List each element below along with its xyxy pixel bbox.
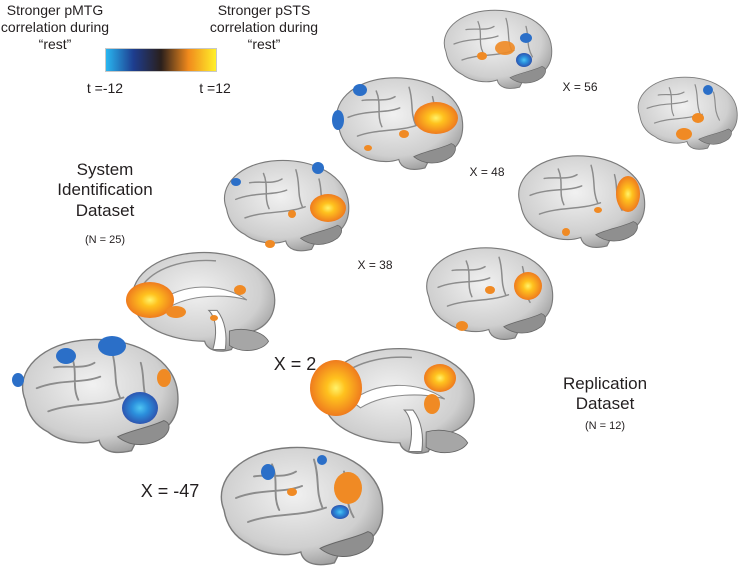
slice-label-x48: X = 48: [469, 165, 505, 179]
slice-label-x-47: X = -47: [140, 481, 200, 501]
legend-right-title: Stronger pSTS correlation during “rest”: [209, 2, 319, 52]
slice-label-x2: X = 2: [273, 354, 317, 374]
system-identification-title: System Identification Dataset: [57, 160, 153, 220]
brain-slice-x38-replication: [425, 246, 554, 341]
brain-slice-x56-replication: [637, 76, 738, 150]
legend-left-title: Stronger pMTG correlation during “rest”: [0, 2, 110, 52]
colorbar-max-label: t =12: [199, 80, 231, 96]
brain-slice-x-47-system: [12, 336, 180, 454]
brain-slice-x2-system: [126, 251, 276, 352]
slice-label-x38: X = 38: [357, 258, 393, 272]
replication-n: (N = 12): [584, 420, 626, 432]
colorbar: [105, 48, 217, 72]
brain-slice-x48-replication: [517, 154, 646, 249]
slice-label-x56: X = 56: [562, 80, 598, 94]
brain-slice-x2-replication: [310, 347, 476, 455]
brain-slice-x38-system: [223, 159, 350, 252]
brain-slice-x56-system: [443, 9, 553, 90]
brain-slice-x48-system: [332, 76, 464, 171]
replication-title: Replication Dataset: [562, 374, 648, 414]
colorbar-min-label: t =-12: [86, 80, 124, 96]
brain-slice-x-47-replication: [220, 446, 384, 566]
system-identification-n: (N = 25): [84, 234, 126, 246]
